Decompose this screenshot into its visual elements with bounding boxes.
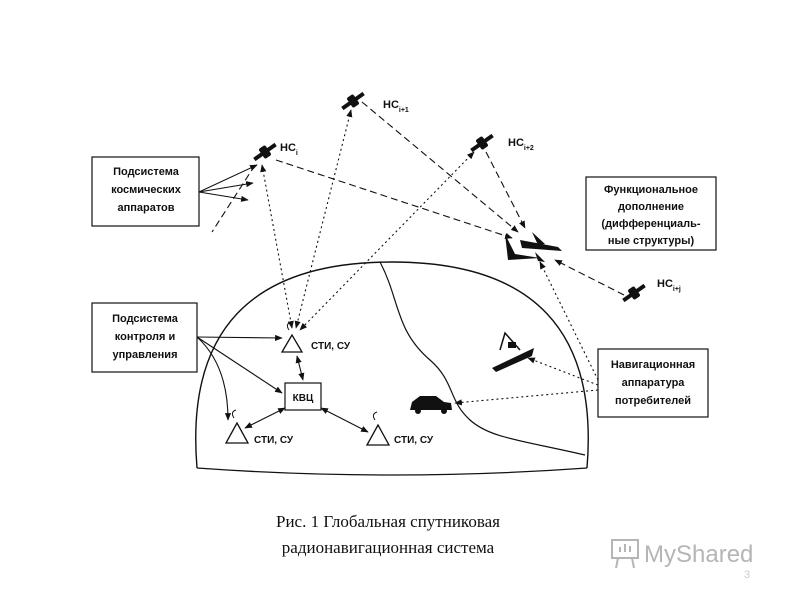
station-top-icon <box>280 321 304 353</box>
watermark-text: MyShared <box>644 541 753 568</box>
satellite-i1-icon <box>341 91 365 111</box>
box-line: космических <box>111 184 182 196</box>
satellite-i-label: НСi <box>280 142 298 157</box>
sat-sub: i+j <box>673 286 681 293</box>
satellite-i1-label: НСi+1 <box>383 99 409 114</box>
box-line: управления <box>112 349 177 361</box>
sat-prefix: НС <box>280 142 296 154</box>
satellite-ij-icon <box>622 283 646 303</box>
box-line: (дифференциаль- <box>601 218 701 230</box>
satellite-i2-icon <box>470 133 494 153</box>
sat-prefix: НС <box>383 99 399 111</box>
kvc-box: КВЦ <box>284 382 322 411</box>
caption-line-2: радионавигационная система <box>282 538 495 557</box>
myshared-logo-icon <box>611 539 639 569</box>
box-line: дополнение <box>618 201 684 213</box>
box-line: аппаратов <box>117 202 174 214</box>
caption-line-1: Рис. 1 Глобальная спутниковая <box>276 512 500 531</box>
box-line: Подсистема <box>112 313 179 325</box>
station-left-icon <box>224 409 250 444</box>
earth-base-line <box>196 467 588 476</box>
sat-prefix: НС <box>657 278 673 290</box>
page-number: 3 <box>744 569 750 581</box>
kvc-label: КВЦ <box>293 393 314 404</box>
space-subsystem-box: Подсистема космических аппаратов <box>91 156 200 227</box>
airplane-icon <box>505 232 562 262</box>
station-top-label: СТИ, СУ <box>311 341 351 352</box>
satellite-ij-label: НСi+j <box>657 278 681 293</box>
satellite-i2-label: НСi+2 <box>508 137 534 152</box>
sat-sub: i+1 <box>399 107 409 114</box>
solid-arrows <box>196 164 369 433</box>
dotted-arrows <box>260 109 599 406</box>
box-line: Функциональное <box>604 184 698 196</box>
station-left-label: СТИ, СУ <box>254 435 294 446</box>
car-icon <box>410 396 452 414</box>
station-right-label: СТИ, СУ <box>394 435 434 446</box>
sat-prefix: НС <box>508 137 524 149</box>
functional-addon-box: Функциональное дополнение (дифференциаль… <box>585 176 717 251</box>
ship-icon <box>492 331 534 372</box>
box-line: Подсистема <box>113 166 180 178</box>
box-line: аппаратура <box>622 377 686 389</box>
coastline <box>379 261 586 456</box>
sat-sub: i <box>296 150 298 157</box>
sat-sub: i+2 <box>524 145 534 152</box>
dashed-arrows <box>211 101 625 296</box>
box-line: ные структуры) <box>608 235 695 247</box>
box-line: контроля и <box>115 331 176 343</box>
box-line: Навигационная <box>611 359 695 371</box>
nav-equipment-box: Навигационная аппаратура потребителей <box>597 348 709 418</box>
control-subsystem-box: Подсистема контроля и управления <box>91 302 198 373</box>
satellite-i-icon <box>253 142 277 162</box>
box-line: потребителей <box>615 395 691 407</box>
station-right-icon <box>365 411 391 446</box>
